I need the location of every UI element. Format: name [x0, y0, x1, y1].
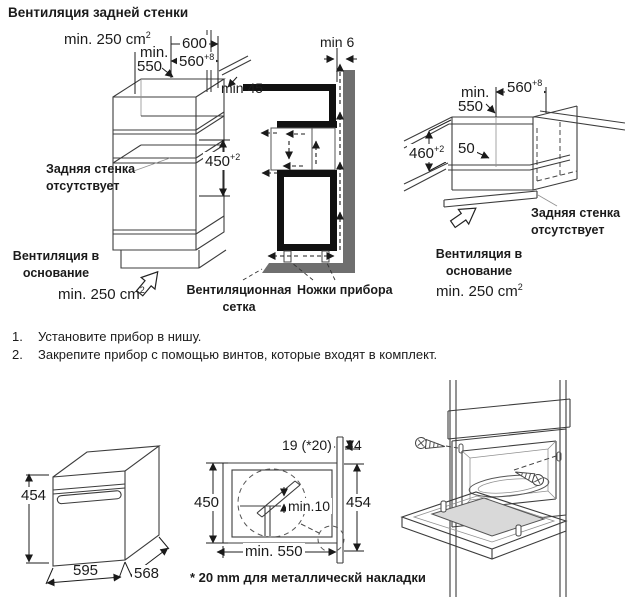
back-wall-absent-label: Задняя стенка отсутствует [46, 162, 136, 193]
oven-installation-drawing [400, 380, 571, 597]
dim-560-label: 560+8 [177, 52, 217, 70]
dim-4-label: 4 [354, 437, 362, 453]
oven-depth-label: 568 [132, 565, 162, 582]
vent-base-label: Вентиляция в основание [12, 249, 100, 280]
step-1-text: Установите прибор в нишу. [38, 329, 202, 344]
vent-area-bottom-label: min. 250 cm2 [58, 285, 145, 303]
vent-area-right-label: min. 250 cm2 [436, 282, 523, 300]
dim-min-word-label: min. [140, 44, 169, 61]
footnote: * 20 mm для металлическй накладки [190, 570, 426, 585]
page-title: Вентиляция задней стенки [8, 5, 189, 20]
step-1-number: 1. [12, 329, 23, 344]
dim-550-label: 550 [137, 58, 163, 75]
oven-height-label: 454 [19, 487, 49, 504]
dim-50-label: 50 [456, 140, 477, 157]
appliance-feet-label: Ножки прибора [297, 283, 393, 297]
oven-dimensions-drawing [25, 445, 170, 587]
vent-base-right-label: Вентиляция в основание [435, 247, 523, 278]
airflow-cross-section-drawing [242, 48, 357, 281]
dim-min10-label: min.10 [286, 498, 333, 514]
screw-left [415, 437, 445, 450]
screw-right [515, 471, 544, 486]
niche-height-label: 450 [192, 494, 222, 511]
oven-width-label: 595 [73, 562, 99, 579]
step-2-text: Закрепите прибор с помощью винтов, котор… [38, 347, 438, 362]
dim-min-word-right-label: min. [461, 84, 490, 101]
step-2-number: 2. [12, 347, 23, 362]
niche-width-label: min. 550 [243, 543, 305, 560]
dim-min6-label: min 6 [320, 34, 355, 50]
back-wall-absent-right-label: Задняя стенка отсутствует [531, 206, 621, 237]
vent-grid-label: Вентиляционная сетка [186, 283, 292, 314]
dim-460-label: 460+2 [407, 144, 447, 162]
dim-min45-label: min 45 [221, 80, 264, 96]
niche-outer-height-label: 454 [344, 494, 374, 511]
vent-area-top-label: min. 250 cm2 [64, 30, 151, 48]
dim-550-right-label: 550 [458, 98, 484, 115]
dim-600-label: 600 [180, 35, 210, 52]
dim-19-20-label: 19 (*20) [280, 437, 334, 453]
base-vent-niche-drawing [403, 87, 625, 233]
dim-560-right-label: 560+8 [505, 78, 545, 96]
dim-450-label: 450+2 [203, 152, 243, 170]
